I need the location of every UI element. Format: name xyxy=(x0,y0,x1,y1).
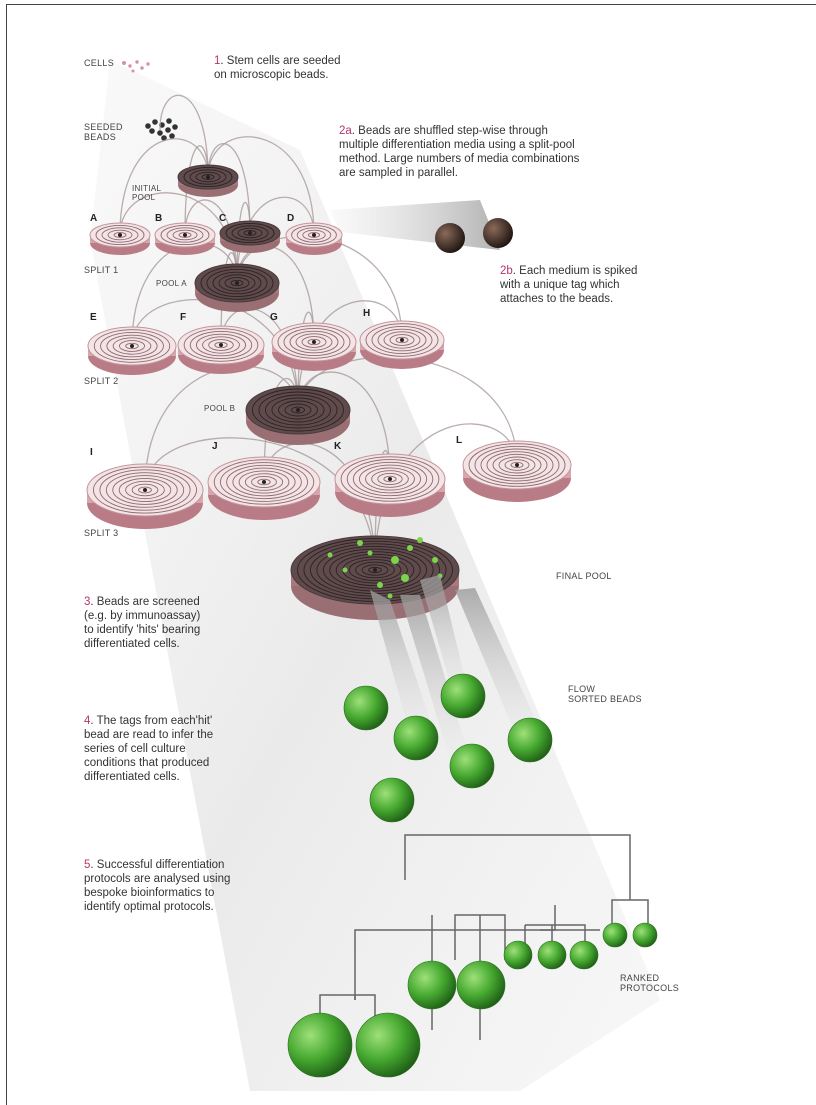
ranked-bead xyxy=(603,923,627,947)
tag-bead-icon xyxy=(435,223,465,253)
dish-label-e: E xyxy=(90,312,97,323)
flow-sorted-beads-label: FLOW SORTED BEADS xyxy=(568,684,642,705)
flow-sorted-bead xyxy=(441,674,485,718)
dish-f xyxy=(178,326,264,374)
dish-label-l: L xyxy=(456,435,462,446)
dish-k xyxy=(335,454,445,517)
step-2b-text: 2b. Each medium is spiked with a unique … xyxy=(500,264,637,306)
pool-b-label: POOL B xyxy=(204,404,235,413)
ranked-bead xyxy=(356,1013,420,1077)
pool-a-label: POOL A xyxy=(156,279,187,288)
dish-l xyxy=(463,441,571,502)
flow-sorted-bead xyxy=(394,716,438,760)
step-1-text: 1. Stem cells are seeded on microscopic … xyxy=(214,54,341,82)
step-3-text: 3. Beads are screened (e.g. by immunoass… xyxy=(84,595,200,651)
flow-sorted-bead xyxy=(370,778,414,822)
dish-g xyxy=(272,323,356,371)
ranked-bead xyxy=(633,923,657,947)
split-1-label: SPLIT 1 xyxy=(84,265,118,275)
dish-label-h: H xyxy=(363,308,370,319)
dish-label-b: B xyxy=(155,213,162,224)
ranked-bead xyxy=(408,961,456,1009)
dish-label-f: F xyxy=(180,312,186,323)
dish-label-a: A xyxy=(90,213,97,224)
split-3-label: SPLIT 3 xyxy=(84,528,118,538)
seeded-beads-label: SEEDED BEADS xyxy=(84,122,123,143)
dish-b xyxy=(155,223,215,255)
ranked-protocols-label: RANKED PROTOCOLS xyxy=(620,973,679,994)
dish-label-i: I xyxy=(90,447,93,458)
dish-a xyxy=(90,223,150,255)
dish-c xyxy=(220,221,280,253)
ranked-bead xyxy=(457,961,505,1009)
dish-d xyxy=(286,223,342,255)
split-2-label: SPLIT 2 xyxy=(84,376,118,386)
step-5-text: 5. Successful differentiation protocols … xyxy=(84,858,230,914)
ranked-bead xyxy=(504,941,532,969)
pool-b-dish xyxy=(246,386,350,445)
ranked-bead xyxy=(538,941,566,969)
flow-sorted-bead xyxy=(450,744,494,788)
dish-label-c: C xyxy=(219,213,226,224)
ranked-bead xyxy=(288,1013,352,1077)
dish-label-d: D xyxy=(287,213,294,224)
final-pool-label: FINAL POOL xyxy=(556,571,612,581)
tag-beam xyxy=(330,200,500,250)
tag-bead-icon xyxy=(483,218,513,248)
ranked-bead xyxy=(570,941,598,969)
flow-sorted-bead xyxy=(508,718,552,762)
dish-label-j: J xyxy=(212,441,218,452)
pool-a-dish xyxy=(195,264,279,312)
dish-e xyxy=(88,327,176,375)
cells-label: CELLS xyxy=(84,58,114,68)
initial-pool-dish xyxy=(178,165,238,197)
dish-label-g: G xyxy=(270,312,278,323)
step-2a-text: 2a. Beads are shuffled step-wise through… xyxy=(339,124,579,180)
flow-sorted-bead xyxy=(344,686,388,730)
dish-j xyxy=(208,457,320,520)
dish-label-k: K xyxy=(334,441,341,452)
initial-pool-label: INITIAL POOL xyxy=(132,184,161,202)
dish-h xyxy=(360,321,444,369)
dish-i xyxy=(87,464,203,529)
step-4-text: 4. The tags from each'hit' bead are read… xyxy=(84,714,213,784)
